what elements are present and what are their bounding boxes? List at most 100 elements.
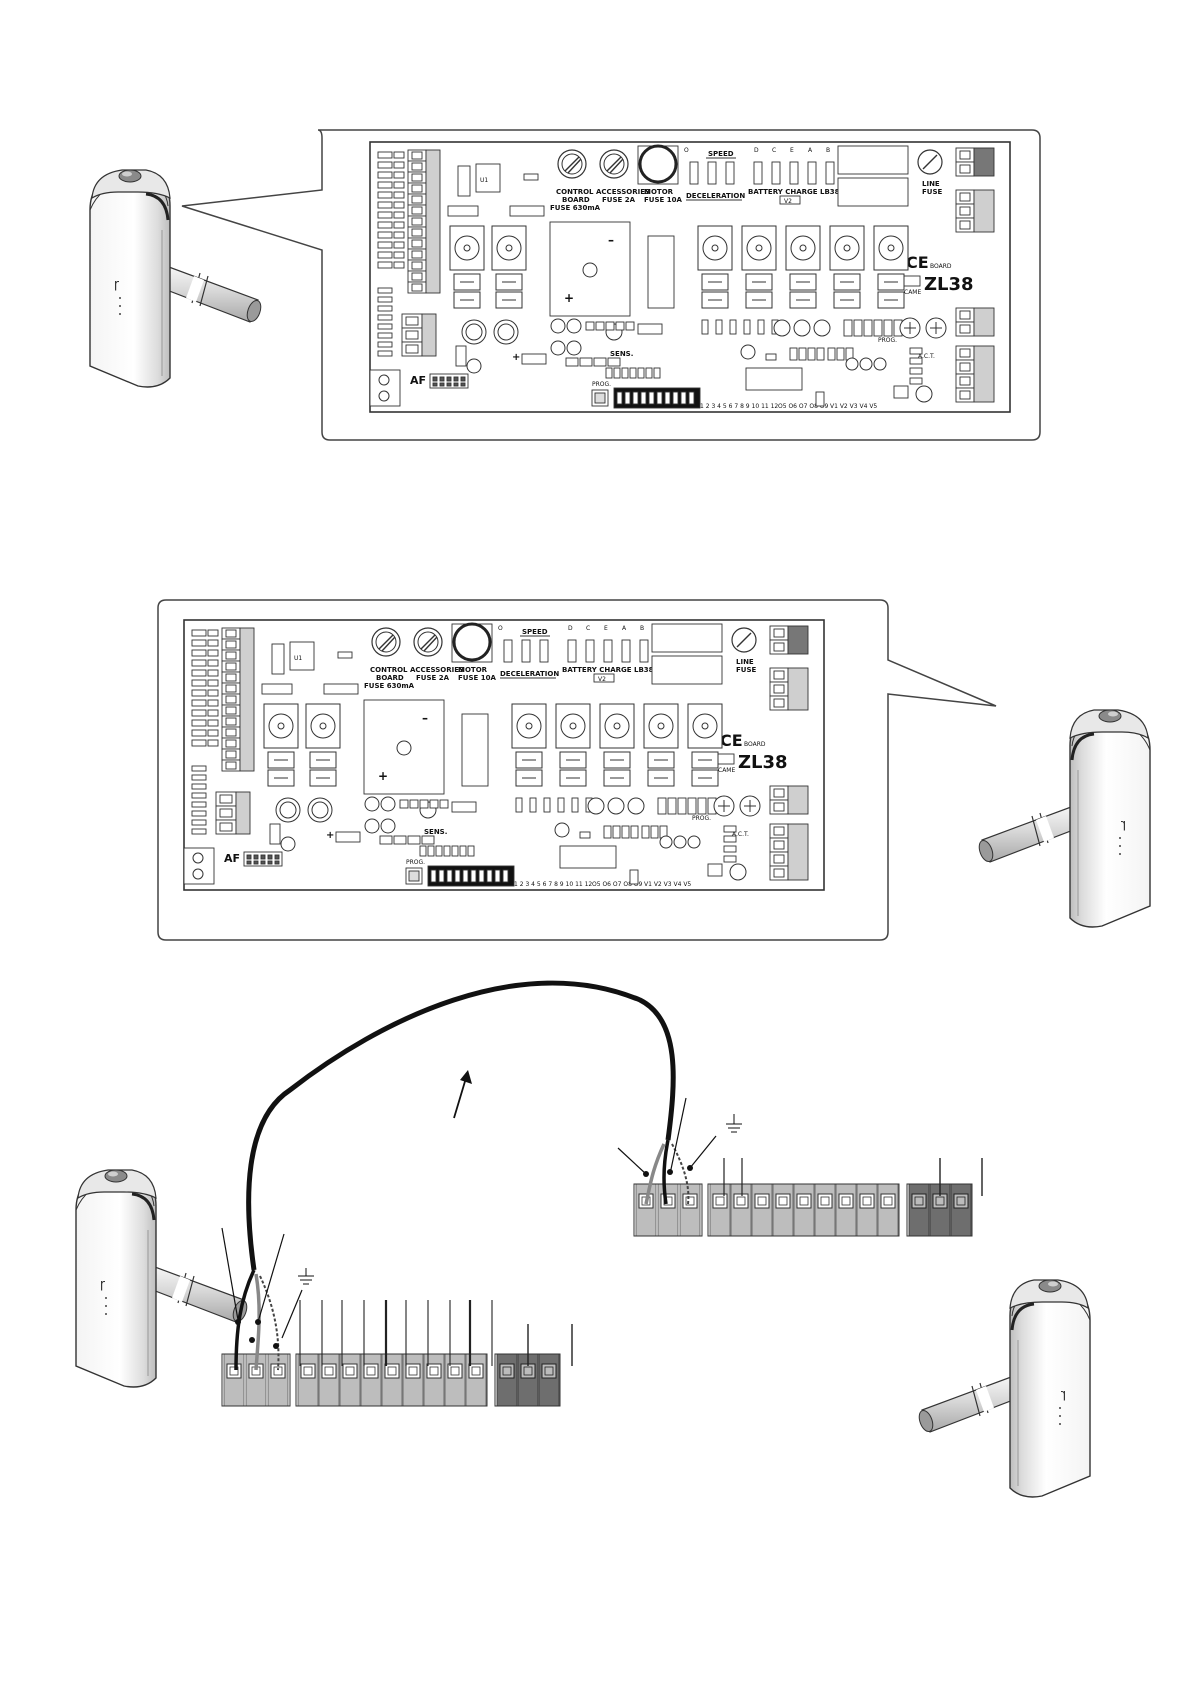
dip-lever (494, 869, 501, 883)
resistor (637, 323, 663, 335)
smd (605, 321, 615, 331)
af-pin (246, 854, 252, 860)
wire-junction (687, 1165, 693, 1171)
smd (615, 321, 625, 331)
dip-lever (478, 869, 485, 883)
terminal-block-right-top (769, 625, 809, 655)
led (627, 797, 645, 815)
af-label: AF (410, 374, 426, 387)
ic-chip (745, 367, 803, 391)
pad (377, 350, 393, 357)
speed-label: SPEED (708, 150, 734, 158)
plus-sign: + (378, 769, 388, 783)
terminal-side (787, 667, 809, 711)
diode (701, 319, 709, 335)
terminal-screw (959, 348, 971, 358)
terminal-group (295, 1353, 488, 1407)
trimmer (305, 703, 341, 787)
terminal-block-power (401, 313, 437, 357)
pad (377, 332, 393, 339)
connector-small (269, 823, 281, 845)
motor-fuse-label: FUSE 10A (458, 674, 496, 682)
resistor-v (863, 319, 873, 337)
pad (393, 231, 405, 239)
smd (789, 347, 798, 361)
led-pad (435, 845, 443, 857)
jumper-letter: C (586, 625, 590, 632)
smd (393, 835, 407, 845)
led-pad (459, 845, 467, 857)
motor-label: MOTOR (458, 666, 488, 674)
af-pin (432, 376, 438, 382)
pad (191, 739, 207, 747)
prog-button-inner (408, 870, 420, 882)
terminal-cell (835, 1183, 857, 1237)
terminal-side (235, 791, 251, 835)
led-pad (645, 367, 653, 379)
terminal-screw (225, 728, 237, 737)
led (687, 835, 701, 849)
dip-lever (688, 391, 695, 405)
terminal-side (787, 625, 809, 655)
af-pin (267, 854, 273, 860)
pad (377, 191, 393, 199)
wire-junction (667, 1169, 673, 1175)
terminal-screw (959, 362, 971, 372)
ce-mark: CE (906, 253, 929, 272)
pad (377, 323, 393, 330)
pad (207, 679, 219, 687)
line-label: LINE (736, 658, 754, 666)
smd (429, 799, 439, 809)
wire-grey (644, 1143, 666, 1205)
u1-label: U1 (294, 655, 302, 662)
act-trimmer (729, 863, 747, 881)
led-pad (419, 845, 427, 857)
pad (393, 201, 405, 209)
pad (723, 845, 737, 853)
jumper-letter: B (640, 625, 644, 632)
smd (641, 825, 650, 839)
pad (207, 629, 219, 637)
diode (571, 797, 579, 813)
wire-black (662, 1139, 670, 1205)
terminal-screw (225, 640, 237, 649)
led (873, 357, 887, 371)
pad (723, 855, 737, 863)
component (457, 165, 471, 197)
dip-lever (438, 869, 445, 883)
smd (798, 347, 807, 361)
came-label: CAME (718, 767, 735, 774)
terminal-screw (225, 739, 237, 748)
smd (815, 391, 825, 407)
terminal-side (421, 313, 437, 357)
smd (595, 321, 605, 331)
wire-junction (273, 1343, 279, 1349)
resistor-v (697, 797, 707, 815)
ce-mark: CE (720, 731, 743, 750)
led-pad (605, 367, 613, 379)
terminal-cell (730, 1183, 752, 1237)
terminal-group (633, 1183, 703, 1237)
diode (543, 797, 551, 813)
terminal-screw (225, 651, 237, 660)
trimmer (741, 225, 777, 309)
pad (377, 231, 393, 239)
pad (191, 659, 207, 667)
led (587, 797, 605, 815)
board-word: BOARD (930, 263, 952, 270)
deceleration-label: DECELERATION (686, 192, 745, 200)
pad (377, 171, 393, 179)
smd (439, 799, 449, 809)
relay (651, 655, 723, 685)
wire-junction (235, 1319, 241, 1325)
pad (207, 739, 219, 747)
wire-junction (249, 1337, 255, 1343)
terminal-cell (423, 1353, 445, 1407)
terminal-screw (773, 642, 785, 652)
trimmer (449, 225, 485, 309)
pad (207, 719, 219, 727)
pad (207, 639, 219, 647)
terminal-screw (411, 250, 423, 259)
dip-lever (648, 391, 655, 405)
